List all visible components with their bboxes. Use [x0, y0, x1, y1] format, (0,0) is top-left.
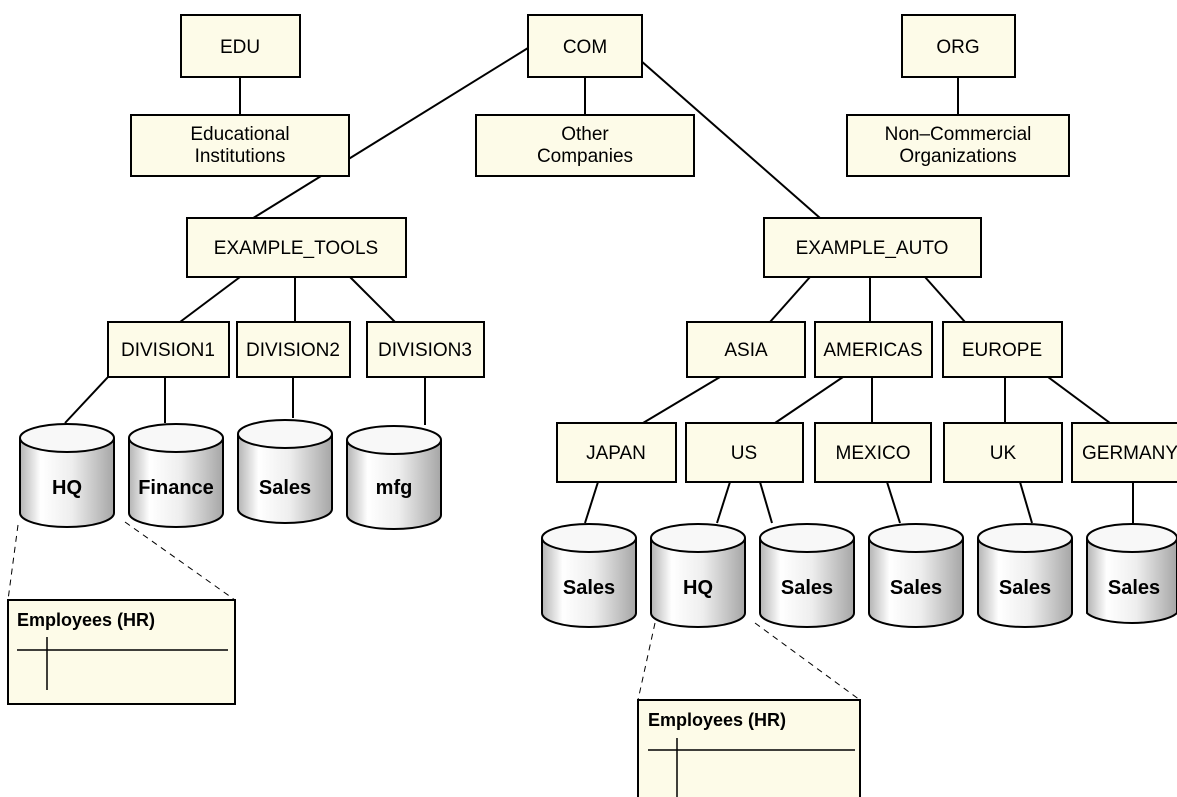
database-label: HQ — [52, 477, 82, 499]
division3-label: DIVISION3 — [378, 340, 472, 361]
example-auto-node: EXAMPLE_AUTO — [763, 217, 982, 278]
database-label: mfg — [376, 477, 413, 499]
employees-table-title: Employees (HR) — [17, 610, 155, 630]
database-sales-mexico: Sales — [868, 523, 964, 628]
asia-node: ASIA — [686, 321, 806, 378]
division2-node: DIVISION2 — [236, 321, 351, 378]
database-label: Sales — [563, 577, 615, 599]
employees-table-right: Employees (HR) — [637, 699, 861, 797]
germany-node: GERMANY — [1071, 422, 1177, 483]
database-hq-us: HQ — [650, 523, 746, 628]
americas-label: AMERICAS — [823, 340, 922, 361]
com-description-node: Other Companies — [475, 114, 695, 177]
org-node: ORG — [901, 14, 1016, 78]
com-label: COM — [563, 37, 607, 58]
org-description-node: Non–Commercial Organizations — [846, 114, 1070, 177]
edu-description-line2: Institutions — [195, 146, 286, 167]
org-description-line2: Organizations — [899, 146, 1016, 167]
division1-node: DIVISION1 — [107, 321, 230, 378]
database-label: Finance — [138, 477, 214, 499]
example-auto-label: EXAMPLE_AUTO — [796, 238, 949, 259]
us-node: US — [685, 422, 804, 483]
database-label: Sales — [890, 577, 942, 599]
com-node: COM — [527, 14, 643, 78]
database-label: Sales — [259, 477, 311, 499]
edu-label: EDU — [220, 37, 260, 58]
database-finance: Finance — [128, 423, 224, 528]
edu-description-line1: Educational — [190, 124, 289, 145]
com-description-line2: Companies — [537, 146, 633, 167]
uk-label: UK — [990, 443, 1017, 464]
database-label: Sales — [781, 577, 833, 599]
org-label: ORG — [936, 37, 979, 58]
employees-table-title: Employees (HR) — [648, 710, 786, 730]
database-sales-japan: Sales — [541, 523, 637, 628]
japan-label: JAPAN — [586, 443, 646, 464]
database-sales-tools: Sales — [237, 419, 333, 524]
germany-label: GERMANY — [1082, 443, 1177, 464]
europe-node: EUROPE — [942, 321, 1063, 378]
japan-node: JAPAN — [556, 422, 677, 483]
example-tools-node: EXAMPLE_TOOLS — [186, 217, 407, 278]
edu-description-node: Educational Institutions — [130, 114, 350, 177]
database-label: Sales — [1108, 577, 1160, 599]
mexico-node: MEXICO — [814, 422, 932, 483]
com-description-line1: Other — [561, 124, 609, 145]
database-hq-tools: HQ — [19, 423, 115, 528]
division1-label: DIVISION1 — [121, 340, 215, 361]
edu-node: EDU — [180, 14, 301, 78]
americas-node: AMERICAS — [814, 321, 933, 378]
database-sales-us: Sales — [759, 523, 855, 628]
mexico-label: MEXICO — [836, 443, 911, 464]
europe-label: EUROPE — [962, 340, 1042, 361]
uk-node: UK — [943, 422, 1063, 483]
database-mfg: mfg — [346, 425, 442, 530]
employees-table-left: Employees (HR) — [7, 599, 236, 705]
database-label: HQ — [683, 577, 713, 599]
example-tools-label: EXAMPLE_TOOLS — [214, 238, 378, 259]
asia-label: ASIA — [724, 340, 768, 361]
us-label: US — [731, 443, 757, 464]
database-label: Sales — [999, 577, 1051, 599]
expansion-lines — [7, 521, 861, 701]
database-sales-uk: Sales — [977, 523, 1073, 628]
org-description-line1: Non–Commercial — [885, 124, 1032, 145]
database-sales-germany: Sales — [1086, 523, 1177, 624]
connectors — [64, 47, 1134, 524]
division3-node: DIVISION3 — [366, 321, 485, 378]
division2-label: DIVISION2 — [246, 340, 340, 361]
